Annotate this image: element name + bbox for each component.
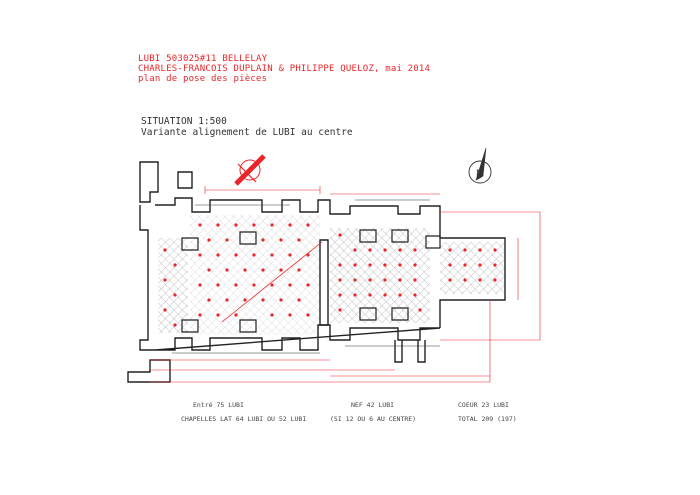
alignment-diagonal xyxy=(221,241,323,323)
header-project-title: LUBI 503025#11 BELLELAY xyxy=(138,54,268,64)
footer-chapels: CHAPELLES LAT 64 LUBI OU 52 LUBI xyxy=(181,415,307,423)
north-arrow-icon: N xyxy=(468,147,492,184)
footer-choir: COEUR 23 LUBI xyxy=(458,401,509,409)
svg-text:N: N xyxy=(476,169,483,179)
pillars xyxy=(181,229,441,333)
lubi-dots xyxy=(163,223,497,327)
footer-nave: NEF 42 LUBI xyxy=(351,401,395,409)
dimension-ticks xyxy=(172,199,440,354)
situation-scale: SITUATION 1:500 xyxy=(141,116,227,127)
crossed-orientation-icon xyxy=(234,154,266,186)
footer-entry: Entré 75 LUBI xyxy=(193,401,244,409)
floor-hatch xyxy=(158,215,505,335)
dimension-lines xyxy=(150,186,541,383)
header-subtitle: plan de pose des pièces xyxy=(138,74,268,84)
footer-total: TOTAL 209 (197) xyxy=(458,415,517,423)
situation-variant: Variante alignement de LUBI au centre xyxy=(141,127,353,138)
footer-nave-note: (SI 12 OU 6 AU CENTRE) xyxy=(330,415,417,423)
header-authors: CHARLES-FRANCOIS DUPLAIN & PHILIPPE QUEL… xyxy=(138,64,431,74)
